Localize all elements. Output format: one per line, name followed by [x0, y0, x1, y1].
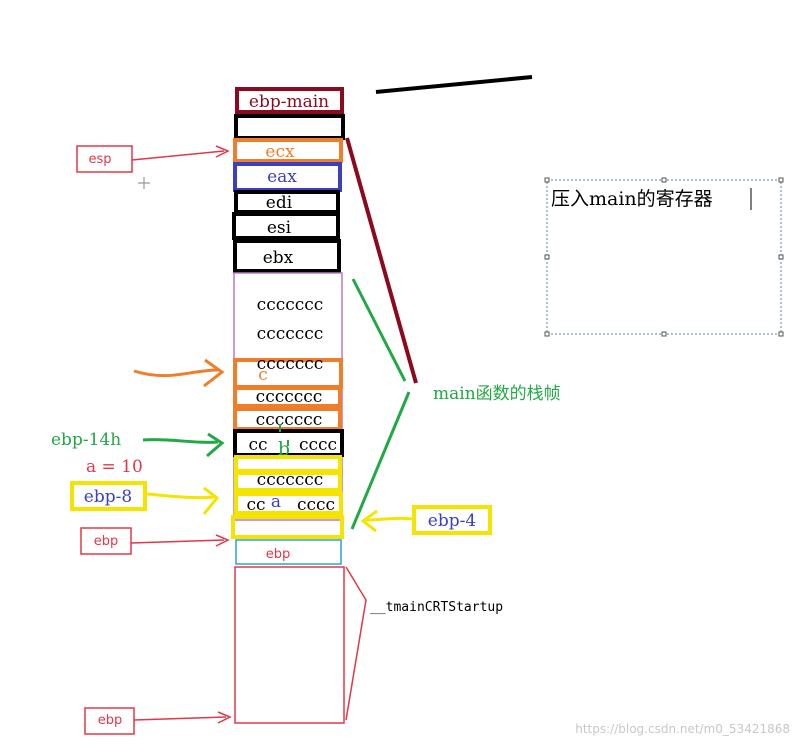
ebp-8-box: [70, 481, 147, 511]
black-stroke: [375, 75, 533, 94]
ebp-left-box-1: [80, 527, 132, 555]
handle-tl[interactable]: [544, 177, 550, 183]
edi-label: edi: [266, 193, 293, 213]
handle-mr[interactable]: [778, 254, 784, 260]
fill-row-6a: cc: [248, 435, 267, 455]
ebp-14h-arrow: [142, 438, 219, 444]
ebp-left-arrow-1: [130, 539, 225, 544]
c-arrowhead: [203, 358, 225, 388]
esp-arrow: [131, 150, 225, 161]
handle-tm[interactable]: [661, 177, 667, 183]
ebx-label: ebx: [263, 248, 294, 268]
fill-row-3: ccccccc: [257, 354, 324, 374]
crosshair-icon: [138, 177, 150, 189]
registers-brace: [345, 137, 418, 384]
esp-arrowhead: [215, 145, 230, 158]
saved-ebp-label: ebp: [266, 547, 291, 562]
esp-label: esp: [88, 152, 111, 167]
startup-label: __tmainCRTStartup: [370, 600, 503, 615]
fill-row-5: ccccccc: [256, 410, 323, 430]
var-a-label: a: [271, 492, 281, 512]
ebp-4-arrow: [365, 516, 413, 522]
fill-row-6b: cccc: [299, 435, 337, 455]
handle-ml[interactable]: [544, 254, 550, 260]
ebp-14h-arrowhead: [206, 432, 225, 458]
handle-bl[interactable]: [544, 331, 550, 337]
fill-row-8a: cc: [246, 495, 265, 515]
startup-brace: [345, 566, 367, 721]
ebp-left-label-2: ebp: [98, 713, 123, 728]
handle-bm[interactable]: [661, 331, 667, 337]
watermark: https://blog.csdn.net/m0_53421868: [575, 722, 790, 736]
ebp-left-arrowhead-2: [217, 711, 232, 724]
esp-box: [76, 145, 133, 173]
handle-tr[interactable]: [778, 177, 784, 183]
ebp-left-label-1: ebp: [94, 534, 119, 549]
c-arrow: [133, 368, 219, 378]
fill-row-2: ccccccc: [257, 324, 324, 344]
ecx-label: ecx: [265, 142, 295, 162]
ebp-8-arrowhead: [202, 486, 220, 515]
var-a-box: [234, 492, 343, 515]
b-marks: [279, 424, 289, 446]
ebp-main-label: ebp-main: [249, 92, 329, 112]
handle-br[interactable]: [778, 331, 784, 337]
frame-brace-top: [351, 278, 407, 382]
ebp-4-box: [412, 505, 492, 535]
ebp-left-arrow-2: [133, 716, 227, 721]
ebp-main-box: [235, 87, 344, 114]
ebp-4-label: ebp-4: [428, 511, 476, 531]
empty-slot-box: [234, 114, 345, 140]
ebp-4-arrowhead: [360, 509, 378, 533]
ebp-left-box-2: [84, 707, 135, 735]
saved-ebp-box: [235, 539, 342, 565]
esi-label: esi: [267, 218, 292, 238]
esi-box: [232, 212, 340, 240]
fill-row-4: ccccccc: [256, 387, 323, 407]
yellow-slot-2: [234, 471, 342, 492]
main-frame-label: main函数的栈帧: [433, 384, 561, 404]
ebp-4-slot: [231, 515, 344, 539]
ebp-left-arrowhead-1: [215, 534, 230, 547]
note-text: 压入main的寄存器: [551, 188, 713, 210]
fill-row-7: ccccccc: [257, 470, 324, 490]
eax-label: eax: [267, 167, 297, 187]
fill-row-8b: cccc: [297, 495, 335, 515]
ebp-8-arrow: [146, 492, 215, 500]
fill-row-1: ccccccc: [257, 295, 324, 315]
ebx-box: [233, 239, 341, 273]
ebp-8-label: ebp-8: [84, 487, 132, 507]
frame-brace-bottom: [350, 391, 411, 530]
a-assign-label: a = 10: [86, 457, 143, 477]
var-c-label: c: [258, 365, 268, 385]
ecx-box: [233, 138, 343, 163]
ebp-14h-label: ebp-14h: [51, 430, 121, 450]
orange-slot-1: [233, 386, 342, 408]
startup-frame-box: [234, 566, 345, 724]
